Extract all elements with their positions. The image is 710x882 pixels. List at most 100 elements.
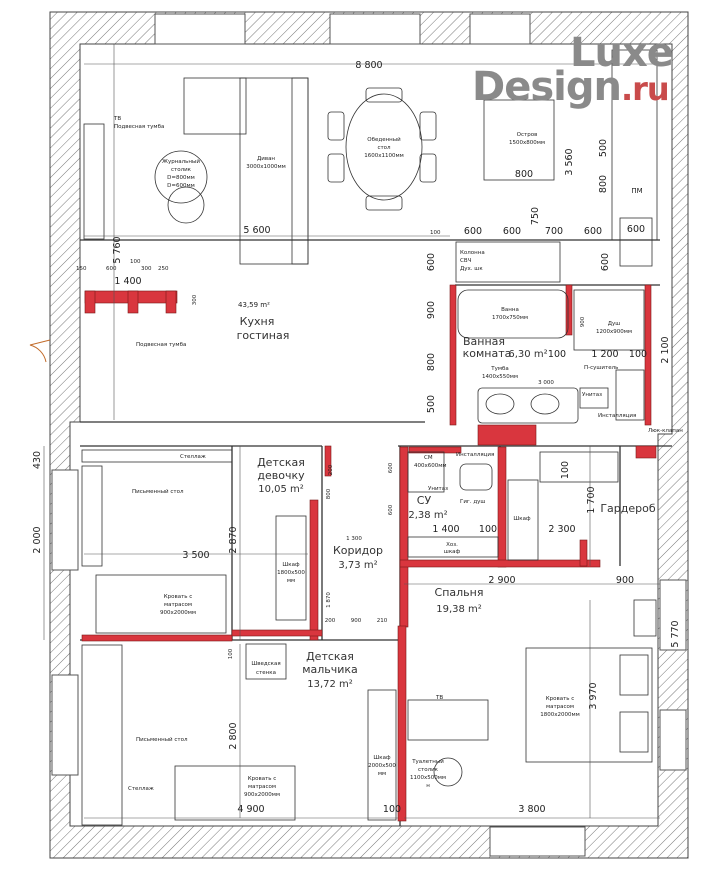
dining-label-1: Обеденный <box>367 136 401 143</box>
dim-800g: 800 <box>326 488 332 499</box>
vanity-label-3: 1100х500мм <box>410 775 446 781</box>
bed1-label-3: 900х2000мм <box>160 610 196 616</box>
shelf1-label: Стеллаж <box>180 454 206 460</box>
hoz-label-1: Хоз. <box>446 542 458 548</box>
kitchen-area: 43,59 m² <box>238 301 270 309</box>
bed3-label-2: матрасом <box>546 704 574 710</box>
dim-100g: 100 <box>383 804 401 815</box>
desk2-label: Письменный стол <box>136 736 188 743</box>
dim-1200: 1 200 <box>591 349 618 360</box>
unitas-label: Унитаз <box>582 392 602 398</box>
dining-label-3: 1600х1100мм <box>364 153 404 159</box>
dim-2300: 2 300 <box>548 524 575 535</box>
sofa-label-2: 3000х1000мм <box>246 164 286 170</box>
dim-150: 150 <box>76 266 87 272</box>
new-walls <box>81 284 657 822</box>
outer-walls <box>49 11 689 859</box>
install1-label: Инсталляция <box>598 413 636 419</box>
dim-800v: 800 <box>426 353 437 371</box>
dim-island-800: 800 <box>515 169 533 180</box>
dim-1400: 1 400 <box>114 276 141 287</box>
dim-900h: 900 <box>616 575 634 586</box>
hyg-label: Гиг. душ <box>460 499 485 505</box>
logo-line-2: Design.ru <box>472 64 670 110</box>
dim-430: 430 <box>32 451 43 469</box>
dim-750: 750 <box>530 207 541 225</box>
dim-3000: 3 000 <box>538 380 554 386</box>
boy-room-area: 13,72 m² <box>307 679 353 690</box>
wc-name: СУ <box>417 494 432 507</box>
bed1-label-1: Кровать с <box>164 594 193 600</box>
kitchen-name-2: гостиная <box>237 329 290 342</box>
washer-label-2: 400х600мм <box>414 463 447 469</box>
logo-design-text: Design <box>472 64 622 110</box>
install2-label: Инсталляция <box>456 452 494 458</box>
bed2-label-2: матрасом <box>248 784 276 790</box>
children-furniture <box>81 449 489 826</box>
coffee-table-label-1: Журнальный <box>162 158 200 165</box>
luxe-design-logo: Luxe Design.ru <box>462 26 680 122</box>
closet-girl-label-1: Шкаф <box>282 562 300 568</box>
hoz-label-2: шкаф <box>444 549 461 555</box>
closet-boy-label-1: Шкаф <box>373 755 391 761</box>
dimension-lines <box>43 44 660 819</box>
dim-island-3560: 3 560 <box>564 148 575 175</box>
cabinet-label-1: Тумба <box>490 366 509 372</box>
bathtub-label-2: 1700х750мм <box>492 315 528 321</box>
logo-line-1: Luxe <box>570 30 674 76</box>
bath-name: Ванная <box>463 335 505 348</box>
dim-1700: 1 700 <box>586 486 597 513</box>
wc-area: 2,38 m² <box>408 510 447 521</box>
bathtub-label-1: Ванна <box>501 307 519 313</box>
hanging-tv2-label: Подвесная тумба <box>136 342 186 348</box>
wardrobe-name: Гардероб <box>600 502 656 515</box>
dim-600-wall: 600 <box>600 253 611 271</box>
dim-900v: 900 <box>426 301 437 319</box>
dim-600v1: 600 <box>426 253 437 271</box>
dim-3800: 3 800 <box>518 804 545 815</box>
dim-600d: 600 <box>584 226 602 237</box>
dim-2900: 2 900 <box>488 575 515 586</box>
column-label-2: СВЧ <box>460 258 472 264</box>
coffee-table-label-4: D=600мм <box>167 183 195 189</box>
pm-label: ПМ <box>631 187 642 195</box>
dim-600f: 600 <box>388 462 394 473</box>
dim-2100: 2 100 <box>660 336 671 363</box>
bedroom-area: 19,38 m² <box>436 604 482 615</box>
girl-room-name-2: девочку <box>257 469 305 482</box>
corridor-name: Коридор <box>333 544 383 557</box>
closet-boy-label-2: 2000х500 <box>368 763 396 769</box>
dim-3970: 3 970 <box>588 682 599 709</box>
dim-500v2: 500 <box>598 139 609 157</box>
dim-100e: 100 <box>479 524 497 535</box>
dim-600h: 600 <box>388 504 394 515</box>
closet-boy-label-3: мм <box>378 771 386 777</box>
cabinet-label-2: 1400х550мм <box>482 374 518 380</box>
dim-5770: 5 770 <box>670 620 681 647</box>
tv-label: ТВ <box>113 116 121 122</box>
kitchen-name: Кухня <box>240 315 275 328</box>
dim-2870: 2 870 <box>228 526 239 553</box>
swedish-label-2: стенка <box>256 670 276 676</box>
dim-100d: 100 <box>629 349 647 360</box>
boy-room-name: Детская <box>306 650 354 663</box>
column-label-1: Колонна <box>460 250 485 256</box>
dim-1400b: 1 400 <box>432 524 459 535</box>
dim-700: 700 <box>545 226 563 237</box>
washer-label-1: СМ <box>424 455 433 461</box>
desk1-label: Письменный стол <box>132 488 184 495</box>
vanity-label-4: н <box>426 783 430 789</box>
bath-furniture <box>457 289 645 424</box>
dim-kitchen-w: 5 600 <box>243 225 270 236</box>
towel-label: П-сушитель <box>584 365 618 371</box>
column-label-3: Дух. шк <box>460 266 483 272</box>
closet-girl-label-2: 1800х500 <box>277 570 305 576</box>
shelf2-label: Стеллаж <box>128 786 154 792</box>
kleshe-label: Люк-клапан <box>648 428 683 434</box>
dim-500v: 500 <box>426 395 437 413</box>
dim-100b: 100 <box>430 230 441 236</box>
wardrobe-closet-label: Шкаф <box>513 516 531 522</box>
bed1-label-2: матрасом <box>164 602 192 608</box>
dim-300a: 300 <box>141 266 152 272</box>
